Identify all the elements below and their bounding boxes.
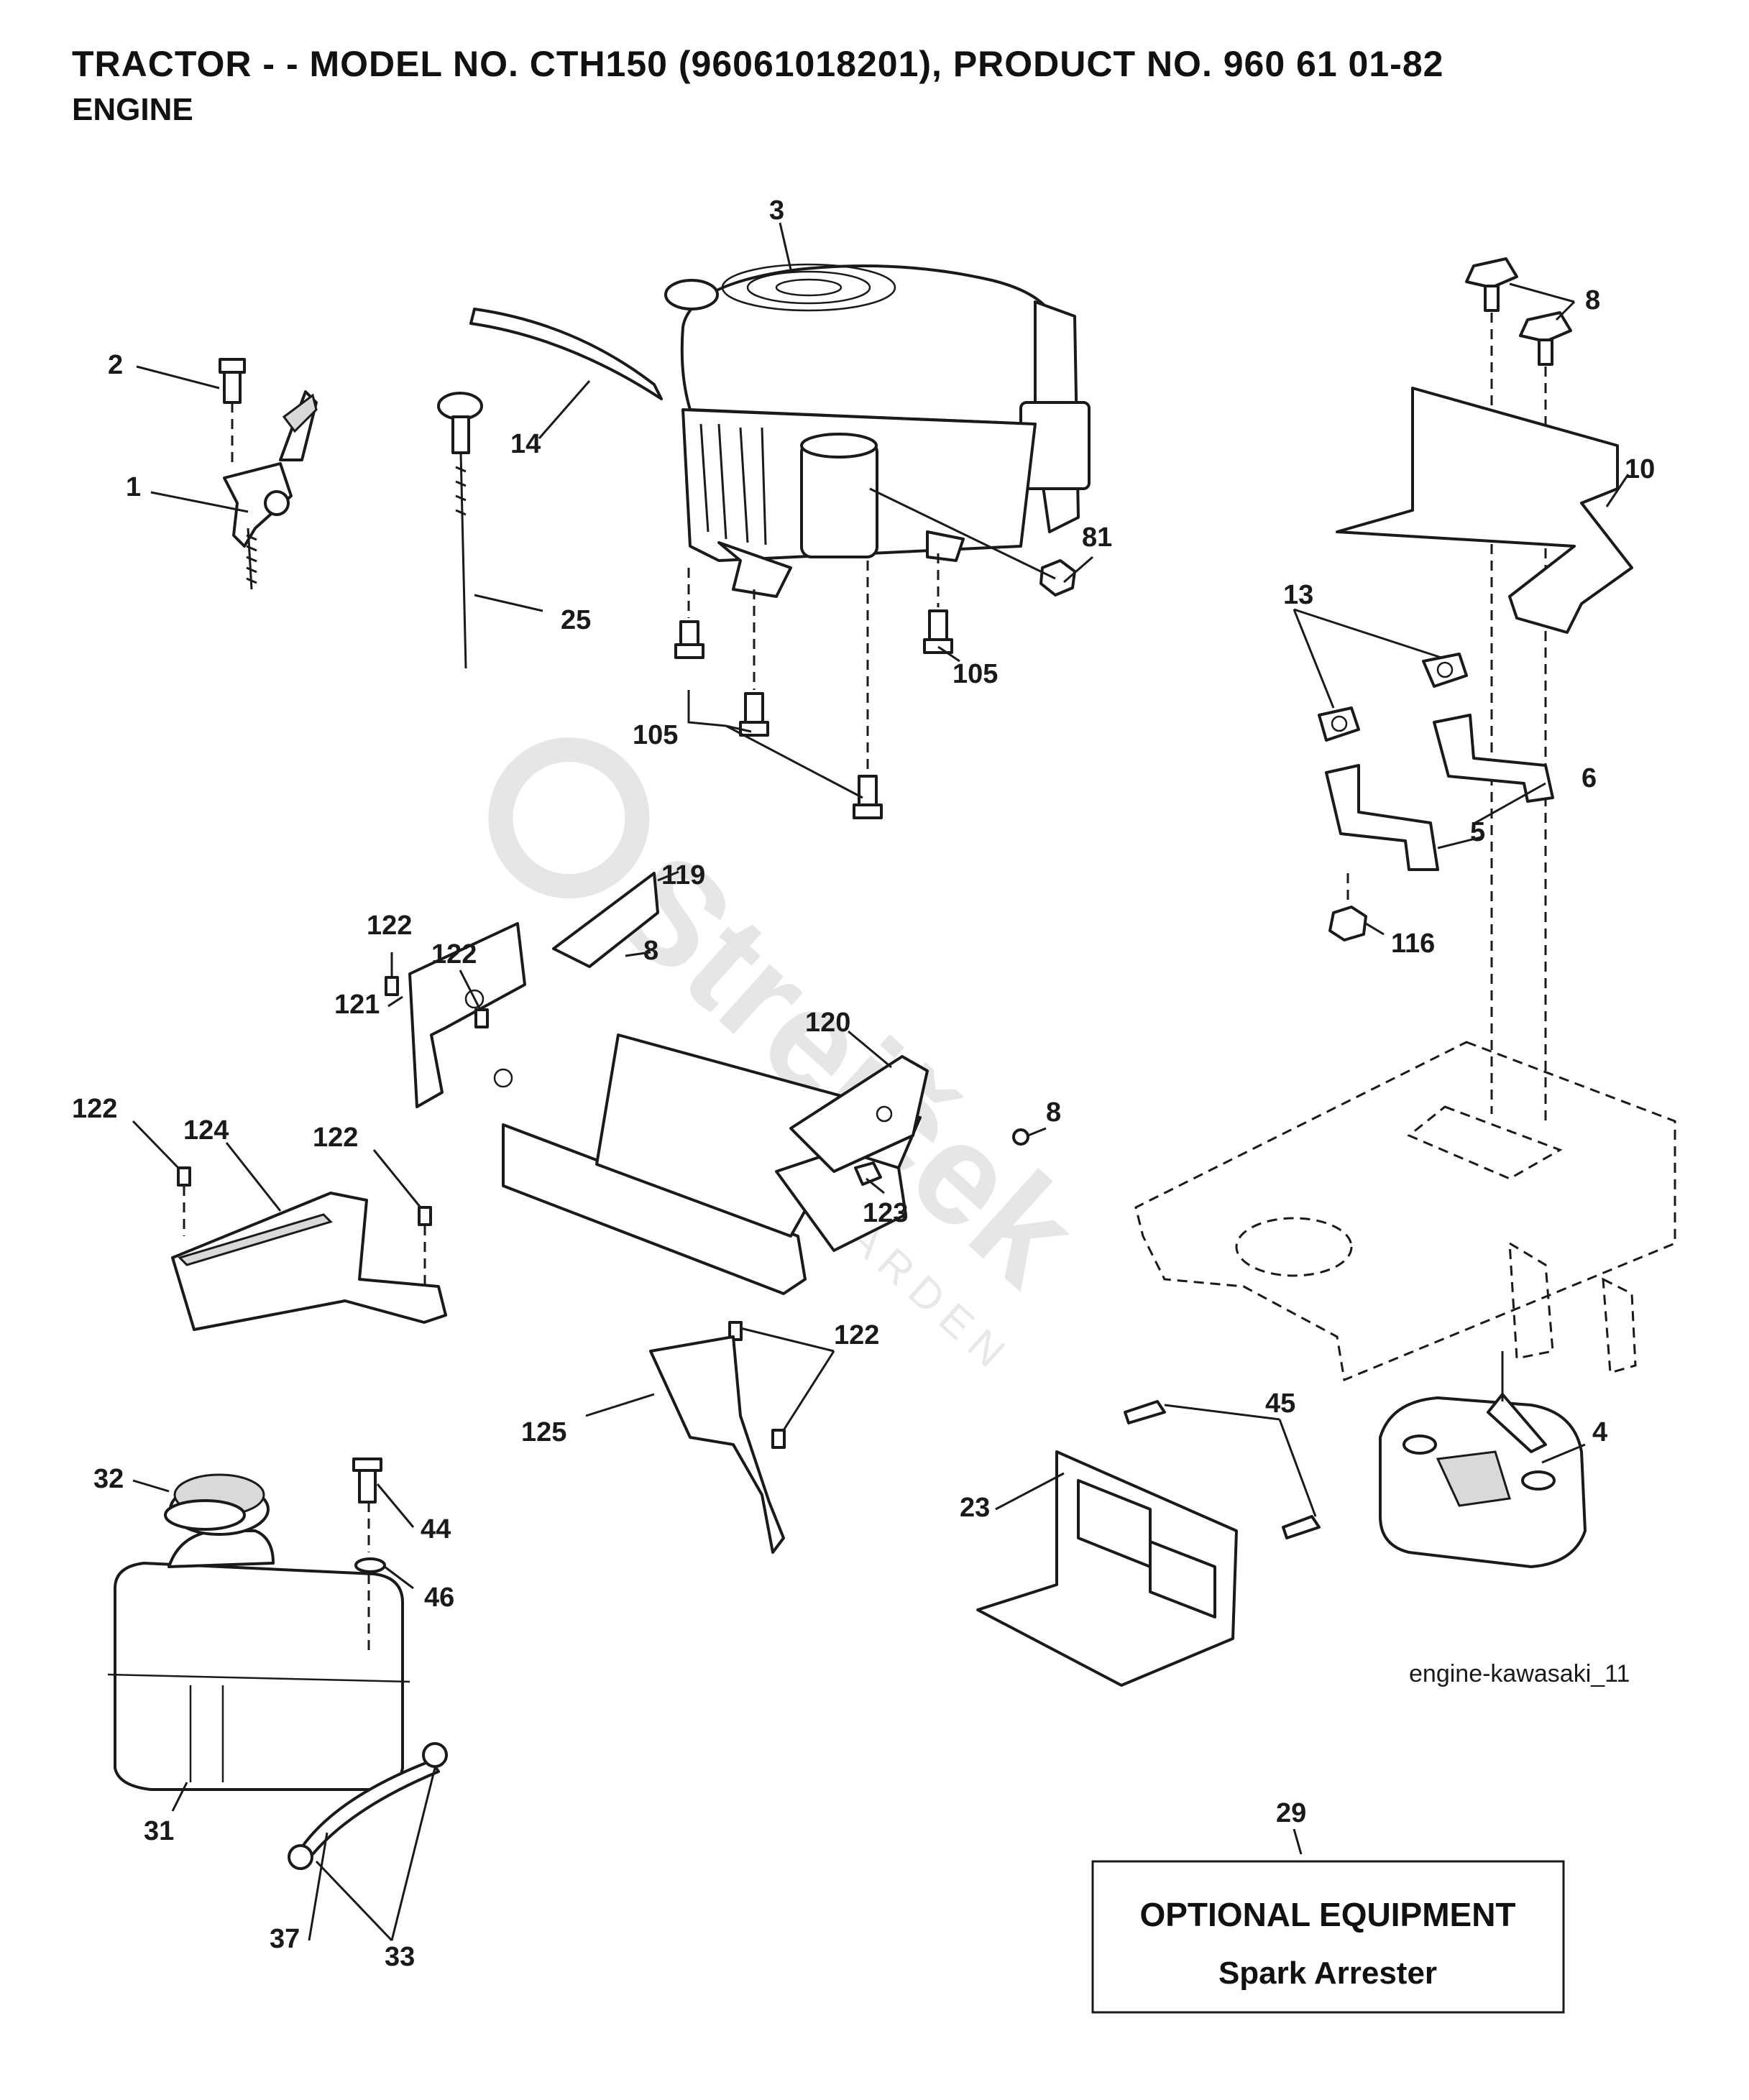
page-title: TRACTOR - - MODEL NO. CTH150 (9606101820… <box>72 44 1444 84</box>
optional-equipment-box: OPTIONAL EQUIPMENT Spark Arrester <box>1091 1860 1565 2014</box>
callout-37: 37 <box>270 1924 300 1954</box>
optional-heading: OPTIONAL EQUIPMENT <box>1139 1896 1515 1933</box>
fuel-tank-part <box>107 1457 410 1791</box>
engine-part <box>664 263 1091 598</box>
screws-122 <box>177 976 786 1449</box>
heat-shield-part <box>1336 387 1633 634</box>
callout-6: 6 <box>1582 763 1597 793</box>
callout-14: 14 <box>510 429 541 459</box>
callout-3: 3 <box>769 195 784 226</box>
callout-122b: 122 <box>431 939 477 970</box>
callout-29: 29 <box>1276 1798 1306 1828</box>
callout-105a: 105 <box>952 659 998 689</box>
callout-1: 1 <box>126 472 141 502</box>
heat-shield-23-part <box>976 1400 1321 1687</box>
callout-123: 123 <box>863 1198 908 1228</box>
callout-46: 46 <box>424 1583 454 1613</box>
callout-8c: 8 <box>1046 1097 1061 1128</box>
figure-id: engine-kawasaki_11 <box>1409 1660 1630 1687</box>
nut-116-part <box>1328 906 1367 941</box>
gaskets-part <box>1318 653 1468 742</box>
callout-31: 31 <box>144 1816 174 1846</box>
fuel-line-part <box>288 1742 448 1870</box>
callout-23: 23 <box>960 1493 990 1523</box>
callout-44: 44 <box>421 1514 451 1544</box>
callout-120: 120 <box>805 1008 850 1038</box>
callout-8b: 8 <box>643 936 658 966</box>
callout-119: 119 <box>661 860 705 890</box>
callout-122e: 122 <box>834 1320 879 1350</box>
callout-labels: 2 1 3 14 25 81 105 105 8 10 13 6 5 116 1… <box>72 195 1655 1972</box>
callout-10: 10 <box>1625 454 1655 484</box>
bracket-124-part <box>171 1192 447 1331</box>
muffler-part <box>1379 1351 1587 1568</box>
bracket-125-part <box>649 1335 785 1554</box>
callout-121: 121 <box>334 990 380 1020</box>
callout-32: 32 <box>93 1464 124 1494</box>
callout-81: 81 <box>1082 522 1112 553</box>
callout-116: 116 <box>1391 929 1435 959</box>
callout-8a: 8 <box>1585 285 1600 316</box>
callout-5: 5 <box>1470 817 1485 847</box>
callout-122d: 122 <box>313 1123 358 1153</box>
callout-25: 25 <box>561 605 591 635</box>
hose-part <box>469 308 663 400</box>
callout-124: 124 <box>183 1115 229 1146</box>
callout-33: 33 <box>385 1942 415 1972</box>
engine-mount-part <box>408 872 1029 1295</box>
callout-105b: 105 <box>633 720 678 750</box>
tractor-frame <box>1134 1041 1676 1382</box>
callout-2: 2 <box>108 350 123 380</box>
throttle-control-part <box>219 358 318 590</box>
callout-122a: 122 <box>367 911 412 941</box>
engine-bolts <box>674 553 953 819</box>
callout-4: 4 <box>1592 1417 1607 1447</box>
choke-cable-part <box>437 392 483 669</box>
callout-122c: 122 <box>72 1094 117 1124</box>
flange-bolts-8 <box>1465 257 1572 1121</box>
nut-81-part <box>1039 559 1076 597</box>
callout-45: 45 <box>1265 1389 1295 1419</box>
exhaust-pipes-part <box>1325 714 1554 871</box>
callout-125: 125 <box>521 1417 566 1447</box>
leader-lines <box>132 222 1630 1942</box>
page-subtitle: ENGINE <box>72 92 193 127</box>
optional-item: Spark Arrester <box>1218 1956 1437 1991</box>
callout-13: 13 <box>1283 580 1313 610</box>
